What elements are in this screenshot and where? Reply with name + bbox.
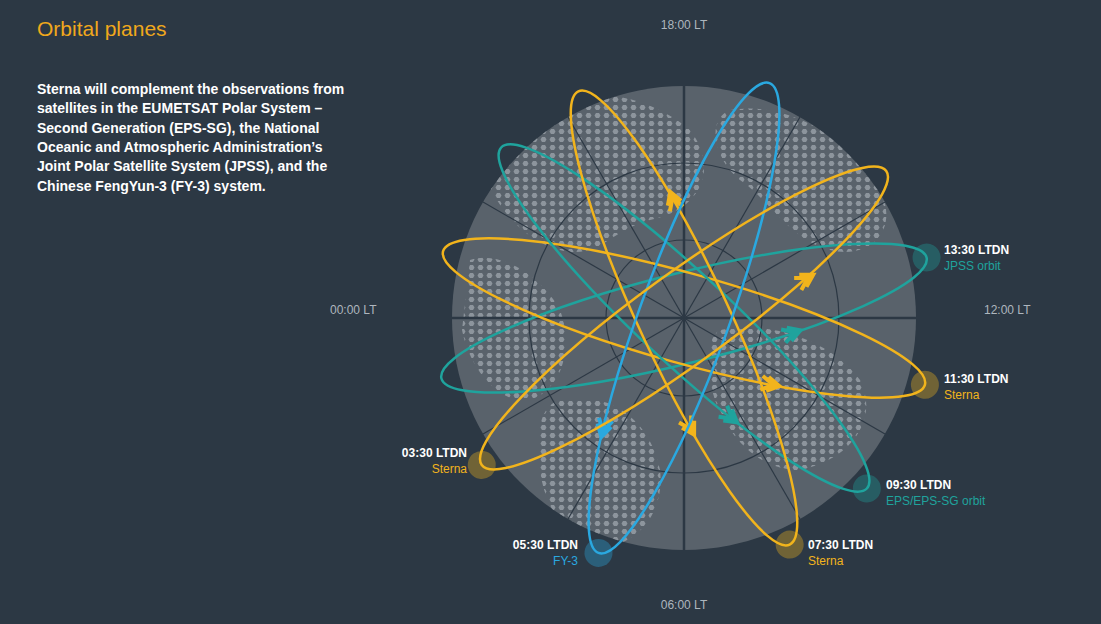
intro-text: Sterna will complement the observations … (37, 80, 352, 196)
globe (452, 86, 916, 550)
orbit-name: EPS/EPS-SG orbit (886, 494, 985, 508)
time-axis-label: 12:00 LT (984, 303, 1030, 317)
ltdn-time: 05:30 LTDN (513, 538, 578, 552)
ltdn-time: 07:30 LTDN (808, 538, 873, 552)
diagram-title: Orbital planes (37, 16, 167, 41)
time-axis-label: 18:00 LT (661, 18, 707, 32)
time-axis-label: 06:00 LT (661, 598, 707, 612)
orbit-name: Sterna (944, 388, 979, 402)
ltdn-time: 11:30 LTDN (944, 372, 1008, 386)
ltdn-time: 09:30 LTDN (886, 478, 951, 492)
ltdn-time: 03:30 LTDN (402, 446, 467, 460)
orbit-name: Sterna (432, 462, 467, 476)
ltdn-time: 13:30 LTDN (944, 243, 1009, 257)
orbit-name: Sterna (808, 554, 843, 568)
orbit-name: FY-3 (553, 554, 578, 568)
time-axis-label: 00:00 LT (330, 303, 376, 317)
orbit-name: JPSS orbit (944, 259, 1001, 273)
globe-grid (452, 86, 916, 550)
orbits (430, 67, 952, 581)
